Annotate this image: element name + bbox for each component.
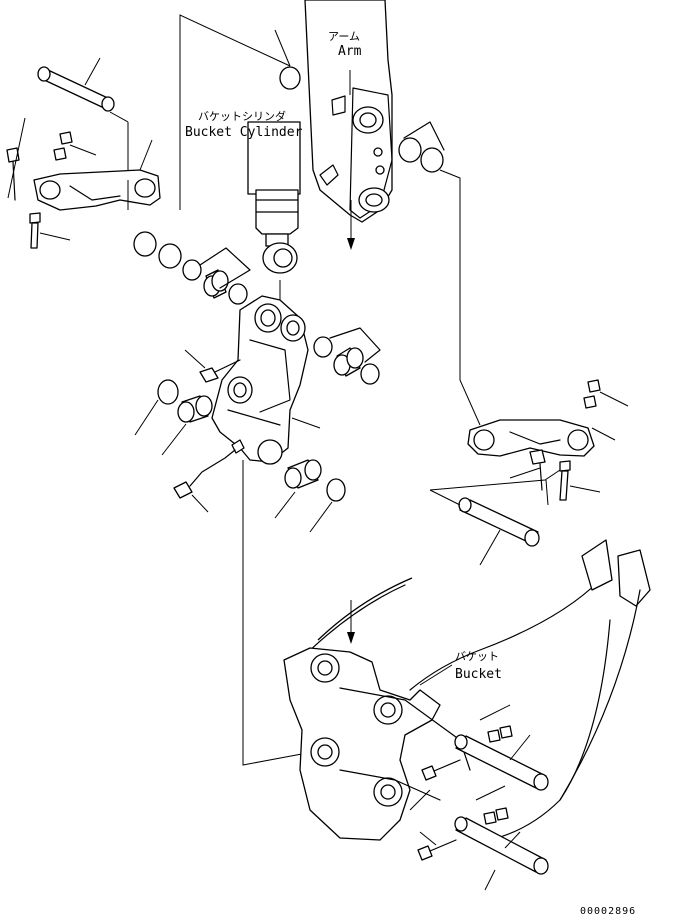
leader-line [274,491,296,519]
upper-left-leaders [7,117,153,241]
svg-text:バケット: バケット [455,650,499,663]
svg-text:Bucket: Bucket [455,667,502,682]
right-link-bolts[interactable] [529,379,601,501]
leader-line [134,399,159,436]
svg-text:Bucket Cylinder: Bucket Cylinder [185,125,303,140]
leader-line [479,529,501,566]
left-washers[interactable] [133,231,182,269]
bucket-pin-lower[interactable] [454,816,549,875]
arm-label: アーム Arm [328,30,362,59]
bucket-part[interactable] [283,539,651,841]
left-bushing-set[interactable] [157,379,213,423]
svg-text:バケットシリンダ: バケットシリンダ [198,109,286,123]
bucket-pin-upper[interactable] [454,734,549,791]
leader-line [429,489,461,506]
leader-bracket [329,327,381,363]
bucket-nuts-bolts[interactable] [417,725,513,861]
right-link-part[interactable] [467,419,595,457]
bucket-link-part[interactable] [211,295,309,465]
upper-bushing-set[interactable] [182,259,248,305]
right-pin[interactable] [458,497,540,547]
drawing-code: 00002896 [580,906,636,917]
leader-bracket [199,247,251,289]
upper-left-link[interactable] [33,169,161,211]
leader-line [274,29,291,67]
grease-fitting-upper[interactable] [199,359,241,383]
bucket-down-arrow [347,600,355,644]
bucket-cylinder-label: バケットシリンダ Bucket Cylinder [185,109,303,140]
arm-washers[interactable] [398,137,444,173]
leader-line [109,111,129,123]
leader-line [291,417,321,429]
bucket-leaders [409,704,531,891]
right-link-leaders [509,391,629,506]
lower-bushing-set[interactable] [284,459,346,502]
leader-line [161,423,187,456]
arm-down-arrow [347,200,355,250]
svg-text:アーム: アーム [328,30,360,43]
bucket-label: バケット Bucket [419,650,502,686]
bucket-cylinder-part[interactable] [247,121,301,274]
leader-line [184,349,206,369]
leader-line [191,494,209,513]
right-bushing-set[interactable] [313,336,380,385]
svg-text:Arm: Arm [338,44,362,59]
leader-line [84,57,101,86]
grease-fitting-lower[interactable] [173,449,236,499]
arm-part[interactable] [304,0,393,223]
top-washer[interactable] [279,66,301,90]
leader-bracket [403,121,445,151]
upper-pin[interactable] [37,66,115,112]
leader-line [309,501,333,533]
